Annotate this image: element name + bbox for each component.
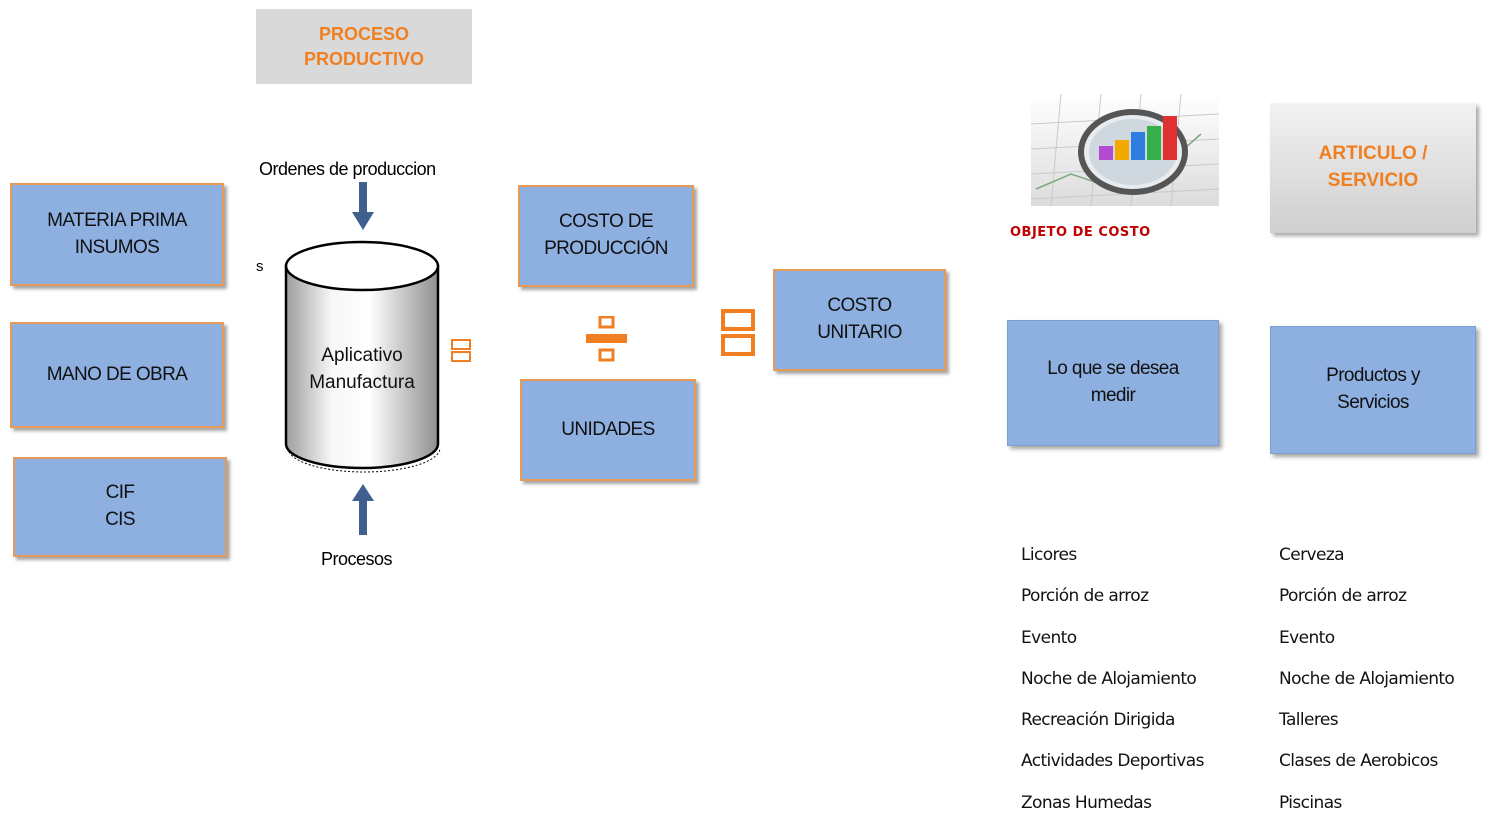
side-letter: s (256, 258, 264, 275)
articulo-servicio-box: ARTICULO / SERVICIO (1270, 103, 1476, 233)
list-item: Evento (1021, 627, 1077, 648)
list-item: Noche de Alojamiento (1279, 668, 1455, 689)
list-item: Porción de arroz (1279, 586, 1407, 607)
medir-box: Lo que se desea medir (1007, 320, 1219, 446)
equals-large-icon (721, 309, 755, 356)
materia-prima-box: MATERIA PRIMA INSUMOS (10, 183, 224, 286)
cif-cis-box: CIF CIS (13, 457, 227, 557)
procesos-label: Procesos (321, 549, 393, 569)
list-item: Porción de arroz (1021, 586, 1149, 607)
list-item: Clases de Aerobicos (1279, 751, 1438, 772)
list-item: Cerveza (1279, 545, 1345, 565)
chart-magnifier-icon (1031, 94, 1219, 206)
equals-icon (451, 339, 471, 362)
objeto-costo-caption: OBJETO DE COSTO (1010, 225, 1151, 240)
list-right: Cerveza Porción de arroz Evento Noche de… (1279, 535, 1455, 824)
list-item: Evento (1279, 627, 1335, 648)
list-left: Licores Porción de arroz Evento Noche de… (1021, 535, 1204, 824)
unidades-box: UNIDADES (520, 379, 696, 481)
list-item: Recreación Dirigida (1021, 710, 1175, 731)
list-item: Actividades Deportivas (1021, 751, 1204, 772)
proceso-productivo-title: PROCESO PRODUCTIVO (256, 9, 472, 84)
divide-icon (586, 316, 627, 362)
procesos-arrow-icon (352, 484, 374, 535)
list-item: Noche de Alojamiento (1021, 668, 1197, 689)
database-cylinder-icon (284, 240, 441, 473)
ordenes-arrow-icon (352, 182, 374, 230)
list-item: Licores (1021, 545, 1077, 565)
list-item: Zonas Humedas (1021, 792, 1152, 813)
productos-servicios-box: Productos y Servicios (1270, 326, 1476, 454)
mano-de-obra-box: MANO DE OBRA (10, 322, 224, 428)
cylinder-label: Aplicativo Manufactura (309, 345, 415, 393)
list-item: Piscinas (1279, 792, 1342, 813)
list-item: Talleres (1279, 710, 1339, 731)
ordenes-label: Ordenes de produccion (259, 159, 436, 179)
costo-produccion-box: COSTO DE PRODUCCIÓN (518, 185, 694, 287)
costo-unitario-box: COSTO UNITARIO (773, 269, 946, 371)
